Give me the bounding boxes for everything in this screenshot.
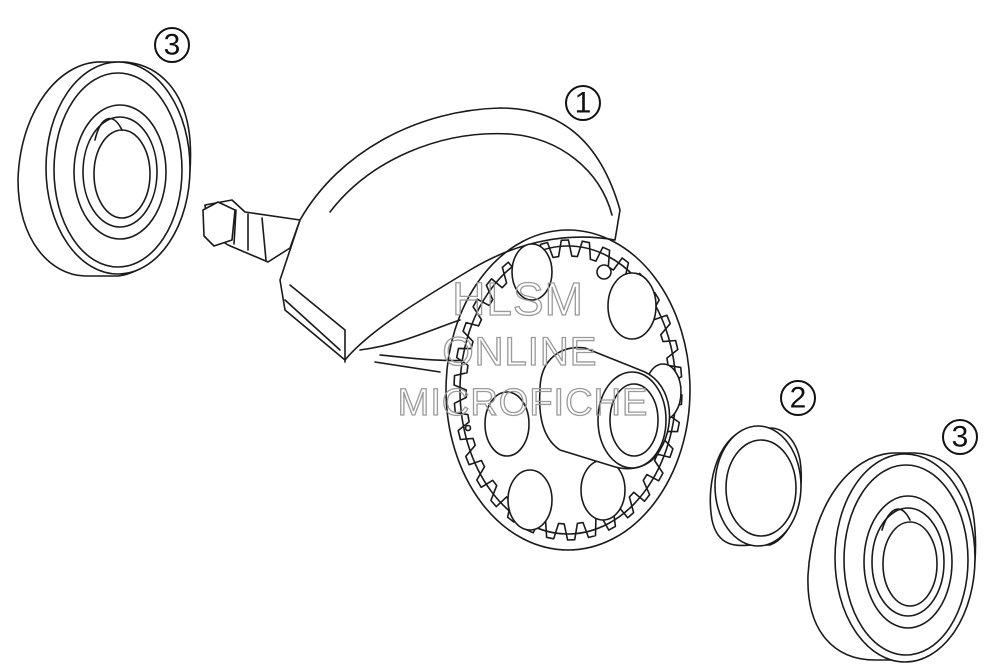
svg-text:1: 1 [575, 87, 592, 120]
svg-text:3: 3 [952, 421, 969, 454]
callout-3-left: 3 [154, 27, 190, 63]
crankshaft[interactable] [202, 107, 621, 373]
svg-text:3: 3 [164, 29, 181, 62]
ball-bearing-left[interactable] [17, 61, 192, 277]
watermark-line-3: MICROFICHE [398, 382, 649, 424]
ball-bearing-right[interactable] [807, 452, 977, 663]
callout-3-right: 3 [942, 419, 978, 455]
gear[interactable] [445, 229, 691, 551]
callout-1: 1 [565, 85, 601, 121]
svg-text:2: 2 [790, 382, 807, 415]
thrust-washer[interactable] [709, 425, 803, 547]
watermark: HLSM ONLINE MICROFICHE [397, 272, 649, 424]
callout-2: 2 [780, 380, 816, 416]
watermark-line-2: ONLINE [443, 330, 598, 374]
watermark-line-1: HLSM [452, 273, 584, 325]
